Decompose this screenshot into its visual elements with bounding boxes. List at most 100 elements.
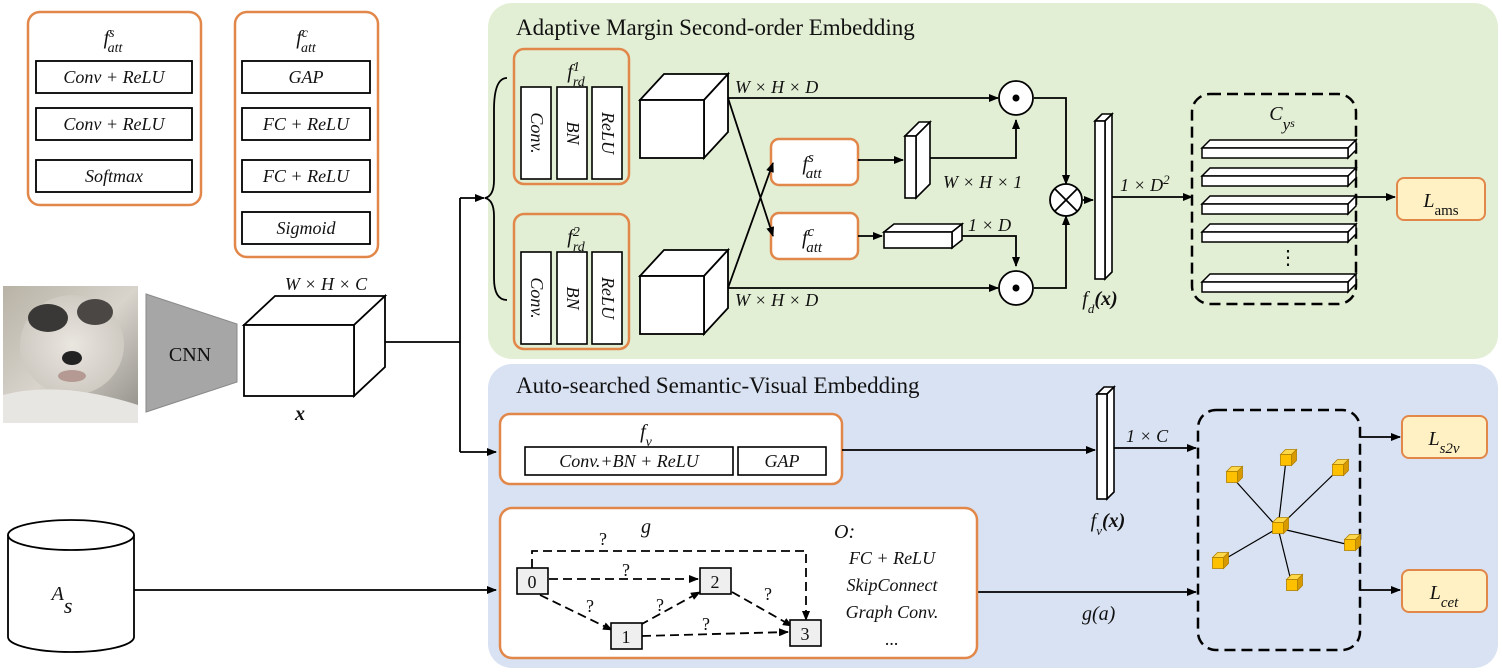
svg-text:fv(x): fv(x) bbox=[1091, 510, 1126, 538]
node-cube bbox=[1225, 465, 1244, 484]
prototype-bar bbox=[1200, 272, 1358, 294]
loss-cet: Lcet bbox=[1401, 569, 1488, 613]
spatial-map bbox=[903, 120, 932, 200]
svg-text:Graph Conv.: Graph Conv. bbox=[846, 602, 939, 622]
dim-1d2: 1 × D2 bbox=[1120, 172, 1170, 196]
dim-whd-bottom: W × H × D bbox=[735, 290, 818, 310]
graph-node-0: 0 bbox=[516, 567, 549, 595]
hadamard-top bbox=[998, 80, 1034, 116]
graph-edge bbox=[1277, 459, 1287, 529]
prototype-dots: ⋮ bbox=[1278, 247, 1298, 269]
svg-text:As: As bbox=[50, 583, 73, 618]
svg-text:ReLU: ReLU bbox=[598, 111, 618, 155]
g-search-block: g O: FC + ReLU SkipConnect Graph Conv. .… bbox=[498, 506, 979, 660]
svg-text:FC + ReLU: FC + ReLU bbox=[848, 548, 936, 568]
cube-rd2 bbox=[637, 247, 731, 337]
top-section-title: Adaptive Margin Second-order Embedding bbox=[516, 15, 915, 40]
svg-text:Conv.+BN + ReLU: Conv.+BN + ReLU bbox=[559, 451, 699, 471]
node-cube bbox=[1285, 573, 1304, 592]
node-cube bbox=[1211, 551, 1230, 570]
svg-text:?: ? bbox=[622, 560, 630, 580]
svg-text:?: ? bbox=[702, 614, 710, 634]
semantic-visual-graph-box bbox=[1196, 408, 1362, 652]
svg-text:GAP: GAP bbox=[765, 451, 800, 471]
svg-text:O:: O: bbox=[834, 521, 855, 543]
bottom-section-title: Auto-searched Semantic-Visual Embedding bbox=[516, 373, 920, 398]
svg-text:...: ... bbox=[885, 629, 899, 649]
attribute-database: As bbox=[7, 519, 135, 653]
prototype-bar bbox=[1200, 194, 1358, 216]
dim-1d: 1 × D bbox=[968, 215, 1011, 235]
prototype-bar bbox=[1200, 166, 1358, 188]
prototype-bar bbox=[1200, 222, 1358, 244]
svg-text:Conv + ReLU: Conv + ReLU bbox=[63, 67, 165, 87]
graph-edge bbox=[1231, 476, 1279, 529]
g-a-label: g(a) bbox=[1082, 603, 1116, 625]
feature-map-x: W × H × C x bbox=[241, 274, 388, 425]
svg-text:ReLU: ReLU bbox=[598, 276, 618, 320]
svg-text:?: ? bbox=[656, 595, 664, 615]
svg-text:3: 3 bbox=[801, 624, 810, 644]
x-connections bbox=[134, 77, 508, 594]
cnn-backbone: CNN bbox=[145, 293, 238, 413]
svg-text:BN: BN bbox=[563, 286, 583, 310]
cube-rd1 bbox=[637, 71, 731, 161]
node-cube bbox=[1343, 533, 1362, 552]
dim-whd-top: W × H × D bbox=[735, 77, 818, 97]
svg-text:Sigmoid: Sigmoid bbox=[276, 218, 336, 238]
fv-block: fv Conv.+BN + ReLU GAP bbox=[498, 412, 844, 486]
semantic-visual-graph bbox=[1211, 448, 1362, 592]
input-image bbox=[3, 286, 138, 423]
svg-text:Ls2v: Ls2v bbox=[1427, 428, 1459, 457]
node-cube bbox=[1279, 448, 1298, 467]
top-connections bbox=[727, 94, 1396, 292]
bottom-connections bbox=[842, 433, 1401, 596]
svg-text:1: 1 bbox=[622, 627, 631, 647]
graph-edges bbox=[531, 550, 810, 637]
svg-text:SkipConnect: SkipConnect bbox=[847, 575, 939, 595]
edge-question-marks: ? ? ? ? ? ? bbox=[586, 529, 772, 634]
graph-edge bbox=[1277, 527, 1351, 546]
dim-wh1: W × H × 1 bbox=[943, 172, 1022, 192]
svg-text:Lams: Lams bbox=[1422, 190, 1458, 219]
dim-1c: 1 × C bbox=[1126, 426, 1169, 446]
svg-text:Conv + ReLU: Conv + ReLU bbox=[63, 114, 165, 134]
outer-product bbox=[1049, 183, 1083, 217]
graph-node-1: 1 bbox=[610, 622, 643, 650]
svg-text:GAP: GAP bbox=[289, 67, 324, 87]
graph-edge bbox=[1277, 527, 1293, 586]
svg-text:Conv.: Conv. bbox=[527, 112, 547, 153]
svg-text:BN: BN bbox=[563, 121, 583, 145]
loss-ams: Lams bbox=[1396, 177, 1486, 221]
svg-text:fv: fv bbox=[640, 421, 653, 450]
svg-text:fd(x): fd(x) bbox=[1082, 288, 1117, 316]
svg-text:Lcet: Lcet bbox=[1429, 582, 1459, 611]
hadamard-bottom bbox=[998, 270, 1034, 306]
node-cube bbox=[1271, 516, 1290, 535]
svg-text:Softmax: Softmax bbox=[85, 166, 143, 186]
fv-vector: fv(x) bbox=[1091, 385, 1126, 538]
feature-dim-label: W × H × C bbox=[285, 274, 368, 294]
svg-text:Cys: Cys bbox=[1269, 103, 1295, 134]
top-panel bbox=[488, 3, 1498, 359]
svg-text:CNN: CNN bbox=[169, 344, 211, 366]
graph-node-2: 2 bbox=[699, 567, 732, 595]
svg-text:?: ? bbox=[599, 529, 607, 549]
prototype-bar bbox=[1200, 138, 1358, 160]
node-cube bbox=[1331, 458, 1350, 477]
svg-text:g: g bbox=[641, 516, 651, 538]
svg-text:2: 2 bbox=[711, 572, 720, 592]
graph-node-3: 3 bbox=[789, 619, 822, 647]
prototype-bars bbox=[1200, 138, 1358, 294]
